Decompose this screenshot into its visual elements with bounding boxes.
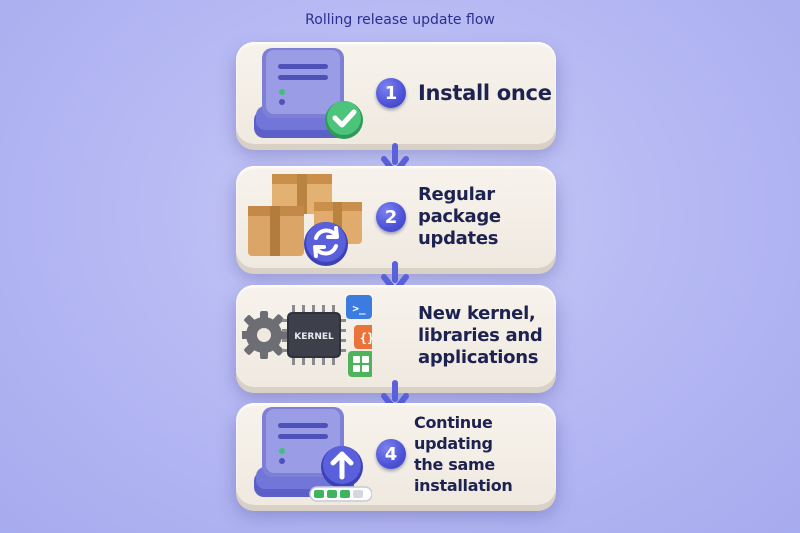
step-row-2: 2 Regular package updates bbox=[376, 166, 556, 268]
step-number-badge: 2 bbox=[376, 202, 406, 232]
terminal-glyph: >_ bbox=[352, 302, 366, 315]
step-number-badge: 4 bbox=[376, 439, 406, 469]
step-label-line: New kernel, bbox=[418, 303, 536, 324]
step-card-1: 1 Install once bbox=[236, 42, 556, 144]
step-label-line: libraries and bbox=[418, 325, 543, 346]
step-label-line: updates bbox=[418, 228, 499, 249]
step-card-4: 4 Continue updating the same installatio… bbox=[236, 403, 556, 505]
code-glyph: {} bbox=[360, 331, 372, 345]
step-card-3: KERNEL >_ {} New kernel, libraries and bbox=[236, 285, 556, 387]
server-upload-icon bbox=[242, 403, 372, 505]
app-grid-icon bbox=[348, 351, 372, 377]
step-row-4: 4 Continue updating the same installatio… bbox=[376, 403, 556, 505]
step-label: New kernel, libraries and applications bbox=[418, 303, 543, 369]
step-row-3: New kernel, libraries and applications bbox=[418, 285, 543, 387]
chip-icon: KERNEL bbox=[282, 305, 346, 365]
step-row-1: 1 Install once bbox=[376, 42, 552, 144]
chip-label: KERNEL bbox=[294, 332, 334, 342]
step-number-badge: 1 bbox=[376, 78, 406, 108]
step-label-line: applications bbox=[418, 347, 539, 368]
step-label-line: Install once bbox=[418, 81, 552, 105]
step-label-line: Continue updating bbox=[414, 413, 493, 453]
progress-bar bbox=[309, 486, 372, 502]
step-label: Regular package updates bbox=[418, 184, 556, 250]
step-label-line: the same installation bbox=[414, 455, 513, 495]
step-label-line: Regular package bbox=[418, 184, 501, 227]
step-card-2: 2 Regular package updates bbox=[236, 166, 556, 268]
gear-icon bbox=[242, 311, 288, 359]
kernel-chip-icon: KERNEL >_ {} bbox=[242, 285, 372, 387]
step-label: Install once bbox=[418, 82, 552, 104]
code-icon: {} bbox=[354, 325, 372, 349]
diagram-title: Rolling release update flow bbox=[305, 12, 495, 28]
boxes-refresh-icon bbox=[242, 166, 372, 268]
step-label: Continue updating the same installation bbox=[414, 412, 556, 496]
server-check-icon bbox=[242, 42, 372, 144]
terminal-icon: >_ bbox=[346, 295, 372, 319]
